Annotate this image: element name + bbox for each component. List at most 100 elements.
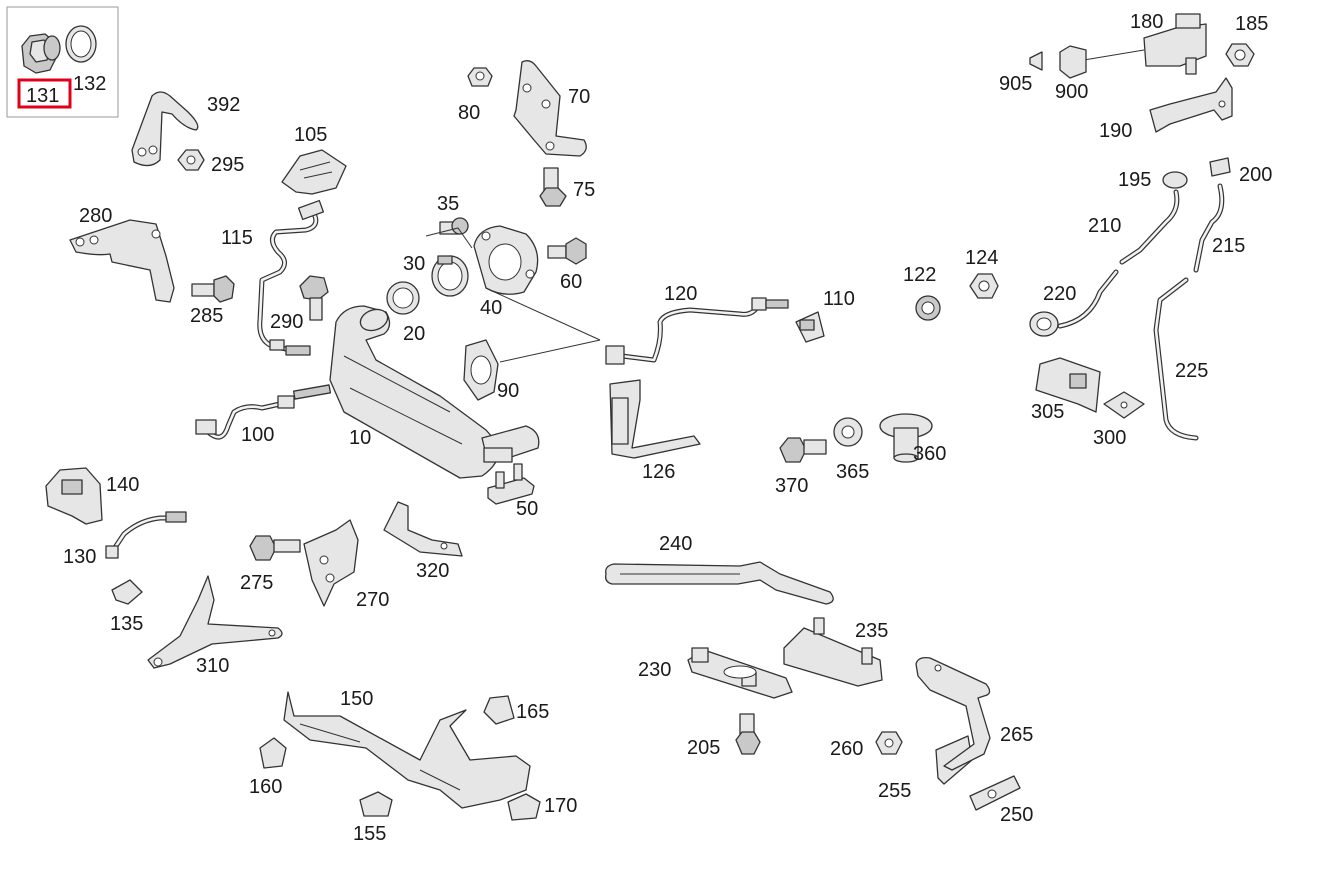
part-265[interactable]: 265 (915, 656, 1033, 771)
callout-280[interactable]: 280 (79, 205, 112, 227)
part-900[interactable]: 900 (1055, 45, 1088, 103)
part-270[interactable]: 270 (303, 519, 389, 611)
callout-310[interactable]: 310 (196, 655, 229, 677)
callout-370[interactable]: 370 (775, 475, 808, 497)
part-305[interactable]: 305 (1031, 357, 1101, 423)
callout-240[interactable]: 240 (659, 533, 692, 555)
part-210[interactable]: 210 (1088, 189, 1180, 265)
part-240[interactable]: 240 (604, 533, 834, 605)
part-80[interactable]: 80 (458, 67, 493, 124)
callout-900[interactable]: 900 (1055, 81, 1088, 103)
part-130[interactable]: 130 (63, 511, 187, 568)
callout-100[interactable]: 100 (241, 424, 274, 446)
callout-75[interactable]: 75 (573, 179, 595, 201)
callout-155[interactable]: 155 (353, 823, 386, 845)
part-290[interactable]: 290 (270, 275, 329, 333)
callout-270[interactable]: 270 (356, 589, 389, 611)
part-135[interactable]: 135 (110, 579, 143, 635)
callout-140[interactable]: 140 (106, 474, 139, 496)
part-300[interactable]: 300 (1093, 391, 1145, 449)
part-285[interactable]: 285 (190, 275, 235, 327)
part-165[interactable]: 165 (483, 695, 549, 725)
part-90[interactable]: 90 (463, 339, 519, 402)
callout-365[interactable]: 365 (836, 461, 869, 483)
callout-50[interactable]: 50 (516, 498, 538, 520)
part-200[interactable]: 200 (1209, 157, 1272, 186)
callout-122[interactable]: 122 (903, 264, 936, 286)
callout-35[interactable]: 35 (437, 193, 459, 215)
callout-250[interactable]: 250 (1000, 804, 1033, 826)
part-180[interactable]: 180 (1083, 11, 1207, 75)
part-190[interactable]: 190 (1099, 77, 1233, 142)
callout-295[interactable]: 295 (211, 154, 244, 176)
callout-135[interactable]: 135 (110, 613, 143, 635)
callout-290[interactable]: 290 (270, 311, 303, 333)
part-320[interactable]: 320 (383, 501, 463, 582)
callout-20[interactable]: 20 (403, 323, 425, 345)
callout-180[interactable]: 180 (1130, 11, 1163, 33)
callout-165[interactable]: 165 (516, 701, 549, 723)
callout-105[interactable]: 105 (294, 124, 327, 146)
callout-130[interactable]: 130 (63, 546, 96, 568)
callout-215[interactable]: 215 (1212, 235, 1245, 257)
callout-360[interactable]: 360 (913, 443, 946, 465)
part-220[interactable]: 220 (1029, 269, 1119, 337)
part-185[interactable]: 185 (1225, 13, 1268, 67)
callout-320[interactable]: 320 (416, 560, 449, 582)
part-60[interactable]: 60 (547, 237, 587, 293)
part-10[interactable]: 10 (329, 305, 601, 479)
callout-220[interactable]: 220 (1043, 283, 1076, 305)
part-250[interactable]: 250 (969, 775, 1033, 826)
part-105[interactable]: 105 (281, 124, 347, 195)
callout-126[interactable]: 126 (642, 461, 675, 483)
callout-90[interactable]: 90 (497, 380, 519, 402)
part-310[interactable]: 310 (147, 575, 283, 677)
part-170[interactable]: 170 (507, 793, 577, 821)
part-160[interactable]: 160 (249, 737, 287, 798)
part-905[interactable]: 905 (999, 51, 1043, 95)
part-230[interactable]: 230 (638, 647, 793, 699)
callout-132[interactable]: 132 (73, 73, 106, 95)
callout-131[interactable]: 131 (26, 85, 59, 107)
part-215[interactable]: 215 (1193, 183, 1245, 273)
callout-170[interactable]: 170 (544, 795, 577, 817)
callout-124[interactable]: 124 (965, 247, 998, 269)
callout-200[interactable]: 200 (1239, 164, 1272, 186)
callout-905[interactable]: 905 (999, 73, 1032, 95)
part-124[interactable]: 124 (965, 247, 999, 299)
callout-265[interactable]: 265 (1000, 724, 1033, 746)
part-35[interactable]: 35 (425, 193, 473, 249)
callout-300[interactable]: 300 (1093, 427, 1126, 449)
part-155[interactable]: 155 (353, 791, 393, 845)
callout-160[interactable]: 160 (249, 776, 282, 798)
part-365[interactable]: 365 (833, 417, 869, 483)
callout-235[interactable]: 235 (855, 620, 888, 642)
part-195[interactable]: 195 (1118, 169, 1188, 191)
callout-275[interactable]: 275 (240, 572, 273, 594)
callout-60[interactable]: 60 (560, 271, 582, 293)
part-275[interactable]: 275 (240, 535, 301, 594)
part-150[interactable]: 150 (283, 688, 531, 809)
callout-80[interactable]: 80 (458, 102, 480, 124)
inset-part-131-132[interactable]: 131 132 (6, 6, 119, 118)
part-370[interactable]: 370 (775, 437, 827, 497)
part-30[interactable]: 30 (403, 253, 469, 297)
callout-210[interactable]: 210 (1088, 215, 1121, 237)
part-140[interactable]: 140 (45, 467, 139, 525)
part-122[interactable]: 122 (903, 264, 941, 321)
callout-115[interactable]: 115 (221, 227, 253, 249)
callout-230[interactable]: 230 (638, 659, 671, 681)
callout-195[interactable]: 195 (1118, 169, 1151, 191)
callout-255[interactable]: 255 (878, 780, 911, 802)
part-260[interactable]: 260 (830, 731, 903, 760)
callout-285[interactable]: 285 (190, 305, 223, 327)
part-126[interactable]: 126 (609, 379, 701, 483)
part-295[interactable]: 295 (177, 149, 244, 176)
part-205[interactable]: 205 (687, 713, 761, 759)
callout-185[interactable]: 185 (1235, 13, 1268, 35)
part-75[interactable]: 75 (539, 167, 595, 207)
callout-30[interactable]: 30 (403, 253, 425, 275)
part-115[interactable]: 115 (221, 199, 325, 356)
part-225[interactable]: 225 (1153, 277, 1208, 441)
part-20[interactable]: 20 (386, 281, 425, 345)
